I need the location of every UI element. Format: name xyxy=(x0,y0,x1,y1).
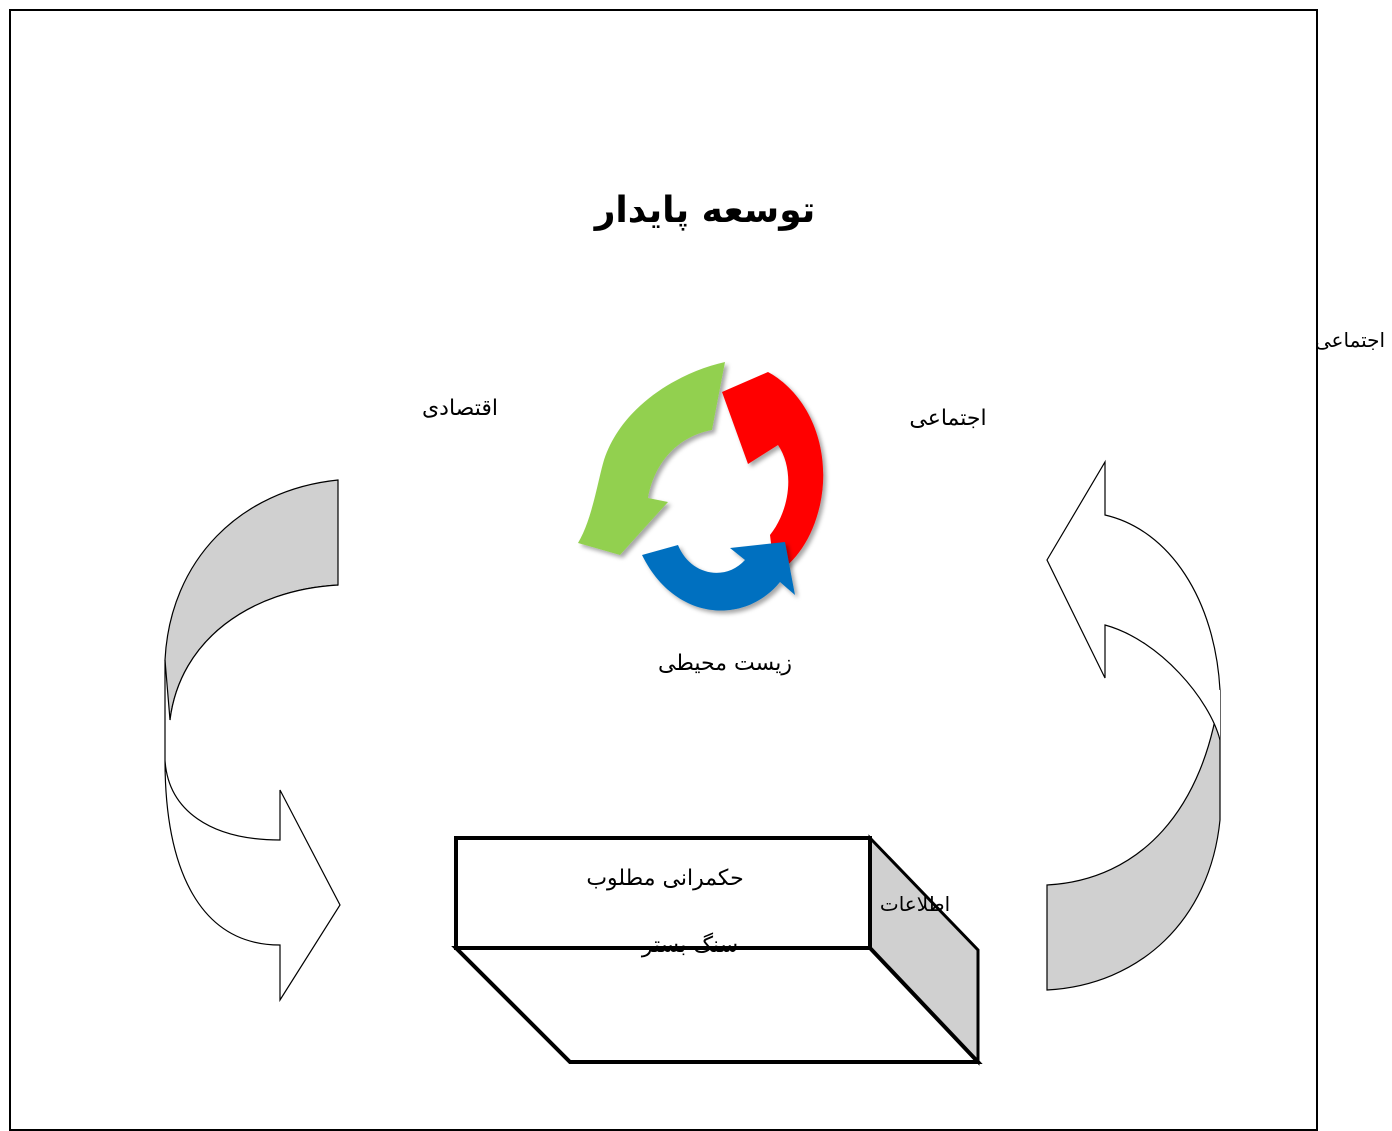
governance-box xyxy=(451,834,983,1066)
right-arrow-band xyxy=(1046,689,1221,991)
diagram-title: توسعه پایدار xyxy=(594,190,816,231)
right-curved-arrow xyxy=(1046,459,1221,991)
box-front-face xyxy=(454,836,872,950)
cycle-green-arrow xyxy=(578,362,725,555)
environmental-label: زیست محیطی xyxy=(658,651,792,676)
left-curved-arrow xyxy=(164,479,341,1003)
information-label: اطلاعات xyxy=(879,892,951,916)
bedrock-label: سنگ بستر xyxy=(641,933,739,958)
good-governance-label: حکمرانی مطلوب xyxy=(586,866,744,891)
economic-label: اقتصادی xyxy=(421,396,499,421)
social-label: اجتماعی xyxy=(909,406,987,431)
left-arrow-body xyxy=(164,584,341,1003)
social-outside-label: اجتماعی xyxy=(1314,328,1386,352)
cycle-blue-arrow xyxy=(642,542,795,611)
cycle-red-arrow xyxy=(722,372,824,575)
right-arrow-body xyxy=(1046,459,1221,741)
cycle-arrows xyxy=(578,362,824,611)
